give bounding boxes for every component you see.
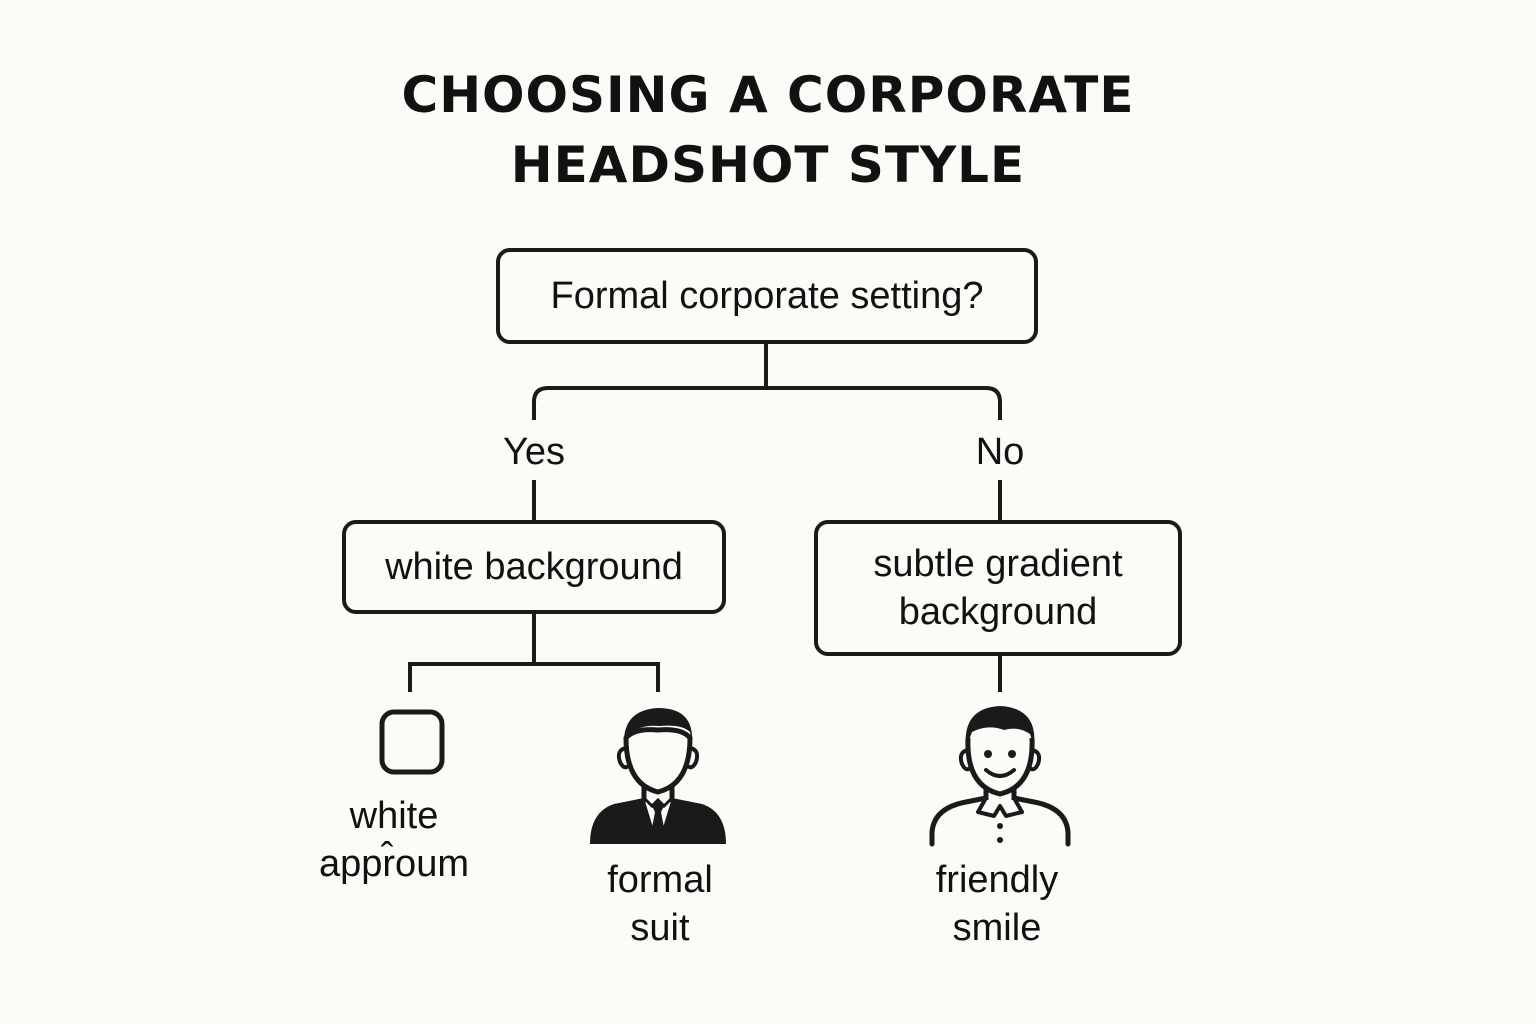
- option-white-approum: white appr̂oum: [294, 792, 494, 888]
- option-formal-suit: formal suit: [560, 856, 760, 952]
- decision-question: Formal corporate setting?: [550, 275, 984, 317]
- decision-box: Formal corporate setting?: [496, 248, 1038, 344]
- square-outline-icon: [379, 709, 445, 775]
- option-friendly-smile-line-1: friendly: [935, 859, 1059, 901]
- option-white-approum-line-2: appr̂oum: [319, 843, 469, 885]
- option-formal-suit-line-2: suit: [630, 907, 690, 949]
- option-friendly-smile: friendly smile: [892, 856, 1102, 952]
- gradient-background-box: subtle gradient background: [814, 520, 1182, 656]
- gradient-background-line-1: subtle gradient: [873, 543, 1123, 585]
- option-formal-suit-line-1: formal: [607, 859, 713, 901]
- person-in-suit-icon: [590, 708, 726, 844]
- smiling-person-icon: [929, 706, 1071, 847]
- connector-split: [532, 386, 1002, 420]
- white-background-box: white background: [342, 520, 726, 614]
- option-white-approum-line-1: white: [349, 795, 439, 837]
- branch-label-no: No: [975, 431, 1025, 473]
- white-background-label: white background: [385, 546, 683, 588]
- branch-label-yes: Yes: [503, 431, 565, 473]
- page-title: CHOOSING A CORPORATE HEADSHOT STYLE: [0, 60, 1536, 200]
- gradient-background-line-2: background: [898, 591, 1098, 633]
- connector-yes-split: [408, 612, 660, 692]
- option-friendly-smile-line-2: smile: [952, 907, 1042, 949]
- title-line-2: HEADSHOT STYLE: [510, 136, 1026, 194]
- title-line-1: CHOOSING A CORPORATE: [401, 66, 1135, 124]
